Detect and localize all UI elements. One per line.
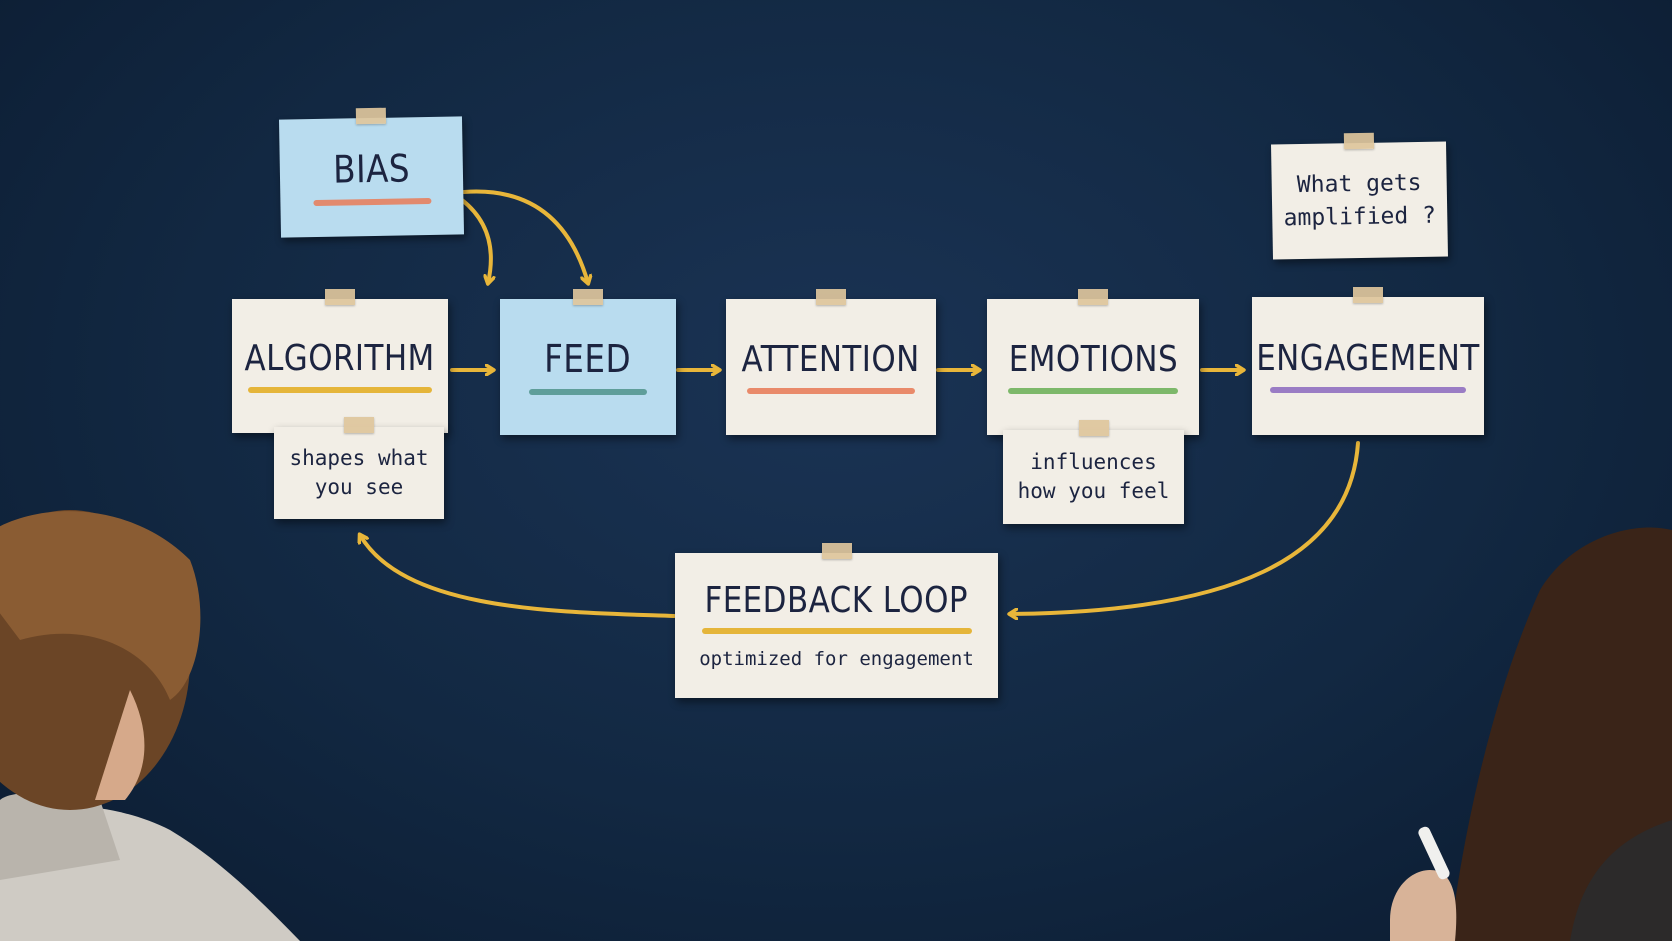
tape [1343,132,1374,150]
algorithm-note-line2: you see [314,475,404,499]
arrow-bias-to-feed-left [460,198,491,283]
engagement-underline [1270,386,1466,393]
bias-title: BIAS [332,146,411,192]
emotions-card: EMOTIONS [987,289,1199,435]
feed-underline [529,388,647,395]
feed-title: FEED [544,337,632,382]
algorithm-note-line1: shapes what [289,445,429,470]
attention-card: ATTENTION [726,289,936,435]
tape [325,289,355,305]
engagement-title: ENGAGEMENT [1256,338,1480,380]
arrow-engagement-to-feedback [1010,441,1360,614]
algorithm-title: ALGORITHM [244,338,436,380]
tape [344,417,374,433]
tape [1078,289,1108,305]
tape [816,289,846,305]
feedback-title: FEEDBACK LOOP [704,579,969,621]
algorithm-card: ALGORITHM [232,289,448,433]
question-line2: amplified ? [1283,202,1437,231]
emotions-note-card: influences how you feel [1003,420,1184,524]
attention-title: ATTENTION [741,339,921,381]
arrow-feedback-to-algorithm [360,535,676,618]
question-line1: What gets [1296,170,1422,199]
emotions-title: EMOTIONS [1008,339,1178,381]
emotions-underline [1008,387,1178,394]
tape [355,107,386,125]
feedback-subtitle: optimized for engagement [699,648,974,671]
emotions-note-line1: influences [1030,449,1157,474]
tape [1353,287,1383,303]
feed-card: FEED [500,289,676,435]
person-right-silhouette [1390,527,1672,941]
algorithm-underline [248,386,432,393]
person-left-silhouette [0,510,300,941]
emotions-note-line2: how you feel [1017,479,1170,503]
tape [821,543,852,559]
arrow-bias-to-feed-right [462,189,588,283]
attention-underline [747,387,915,394]
feedback-loop-card: FEEDBACK LOOP optimized for engagement [675,543,998,698]
bias-card: BIAS [278,107,465,238]
algorithm-note-card: shapes what you see [274,417,444,519]
engagement-card: ENGAGEMENT [1252,287,1484,435]
question-card: What gets amplified ? [1271,132,1448,260]
feedback-underline [701,628,972,635]
tape [573,289,603,305]
bias-underline [312,197,431,206]
tape [1078,420,1109,436]
